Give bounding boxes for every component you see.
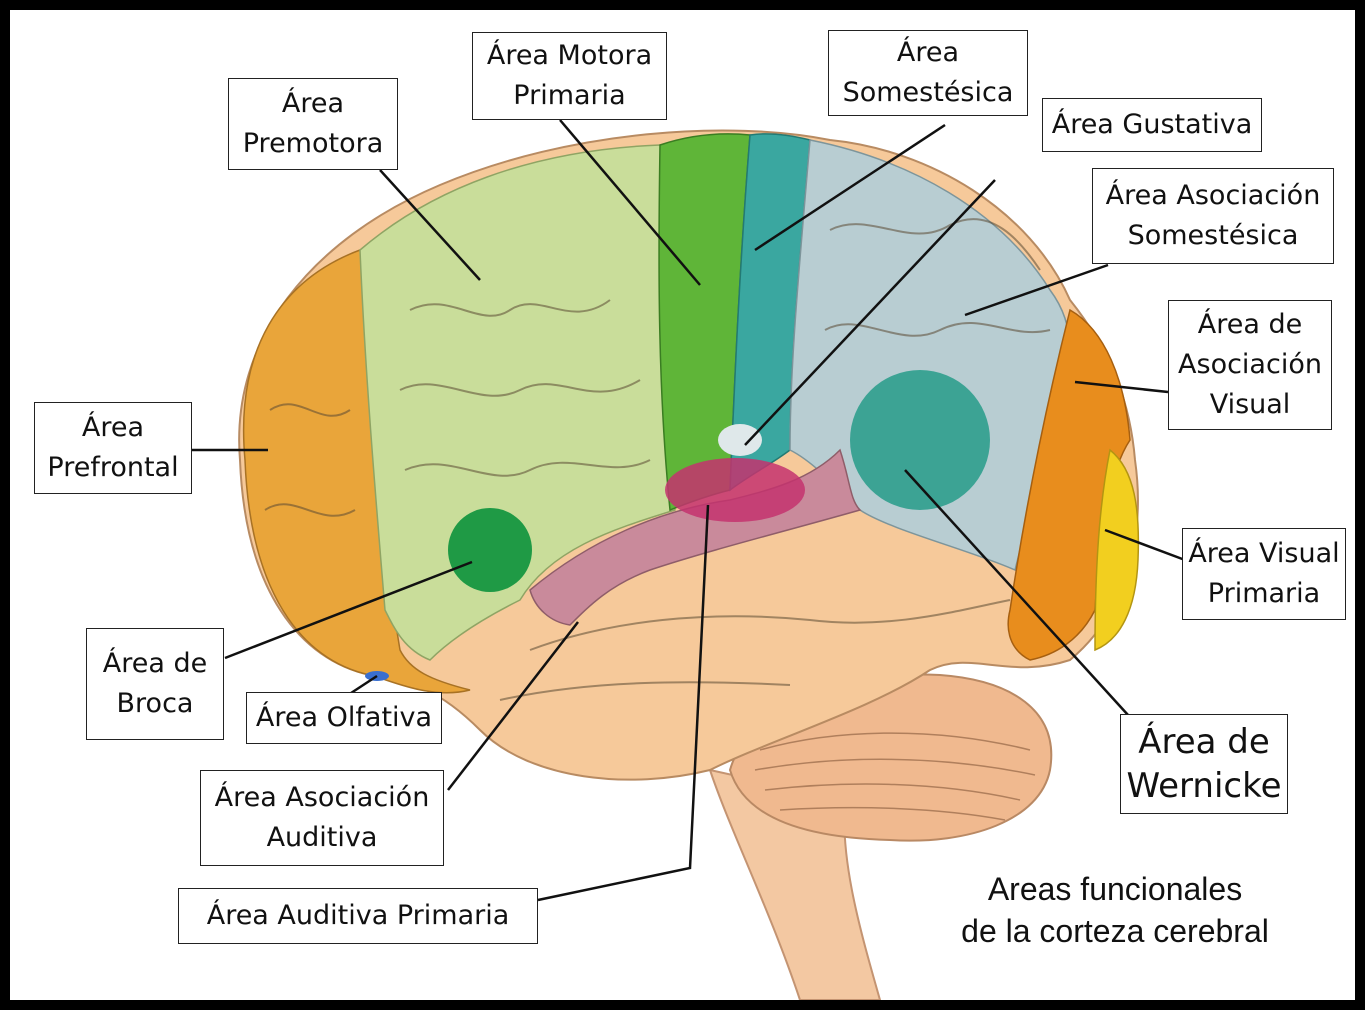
label-asociacion-somestesica-text: Área Asociación Somestésica xyxy=(1106,176,1321,256)
label-visual-primaria: Área Visual Primaria xyxy=(1182,528,1346,620)
label-somestesica: Área Somestésica xyxy=(828,30,1028,116)
label-prefrontal: Área Prefrontal xyxy=(34,402,192,494)
label-asociacion-auditiva: Área Asociación Auditiva xyxy=(200,770,444,866)
label-auditiva-primaria-text: Área Auditiva Primaria xyxy=(207,896,510,936)
label-asociacion-auditiva-text: Área Asociación Auditiva xyxy=(215,778,430,858)
label-asociacion-somestesica: Área Asociación Somestésica xyxy=(1092,168,1334,264)
label-somestesica-text: Área Somestésica xyxy=(843,33,1014,113)
label-premotora-text: Área Premotora xyxy=(243,84,384,164)
region-broca xyxy=(448,508,532,592)
label-premotora: Área Premotora xyxy=(228,78,398,170)
label-olfativa: Área Olfativa xyxy=(246,692,442,744)
label-gustativa: Área Gustativa xyxy=(1042,98,1262,152)
label-olfativa-text: Área Olfativa xyxy=(256,698,432,738)
label-motora-primaria-text: Área Motora Primaria xyxy=(487,36,652,116)
region-wernicke xyxy=(850,370,990,510)
label-broca: Área de Broca xyxy=(86,628,224,740)
label-broca-text: Área de Broca xyxy=(103,644,207,724)
label-gustativa-text: Área Gustativa xyxy=(1052,105,1253,145)
label-prefrontal-text: Área Prefrontal xyxy=(47,408,178,488)
label-visual-primaria-text: Área Visual Primaria xyxy=(1188,534,1339,614)
label-motora-primaria: Área Motora Primaria xyxy=(472,32,667,120)
diagram-caption: Areas funcionales de la corteza cerebral xyxy=(930,868,1300,952)
label-asociacion-visual-text: Área de Asociación Visual xyxy=(1178,305,1322,425)
label-asociacion-visual: Área de Asociación Visual xyxy=(1168,300,1332,430)
label-wernicke: Área de Wernicke xyxy=(1120,714,1288,814)
label-wernicke-text: Área de Wernicke xyxy=(1126,720,1281,808)
region-gustativa xyxy=(718,424,762,456)
region-auditiva-primaria xyxy=(665,458,805,522)
label-auditiva-primaria: Área Auditiva Primaria xyxy=(178,888,538,944)
